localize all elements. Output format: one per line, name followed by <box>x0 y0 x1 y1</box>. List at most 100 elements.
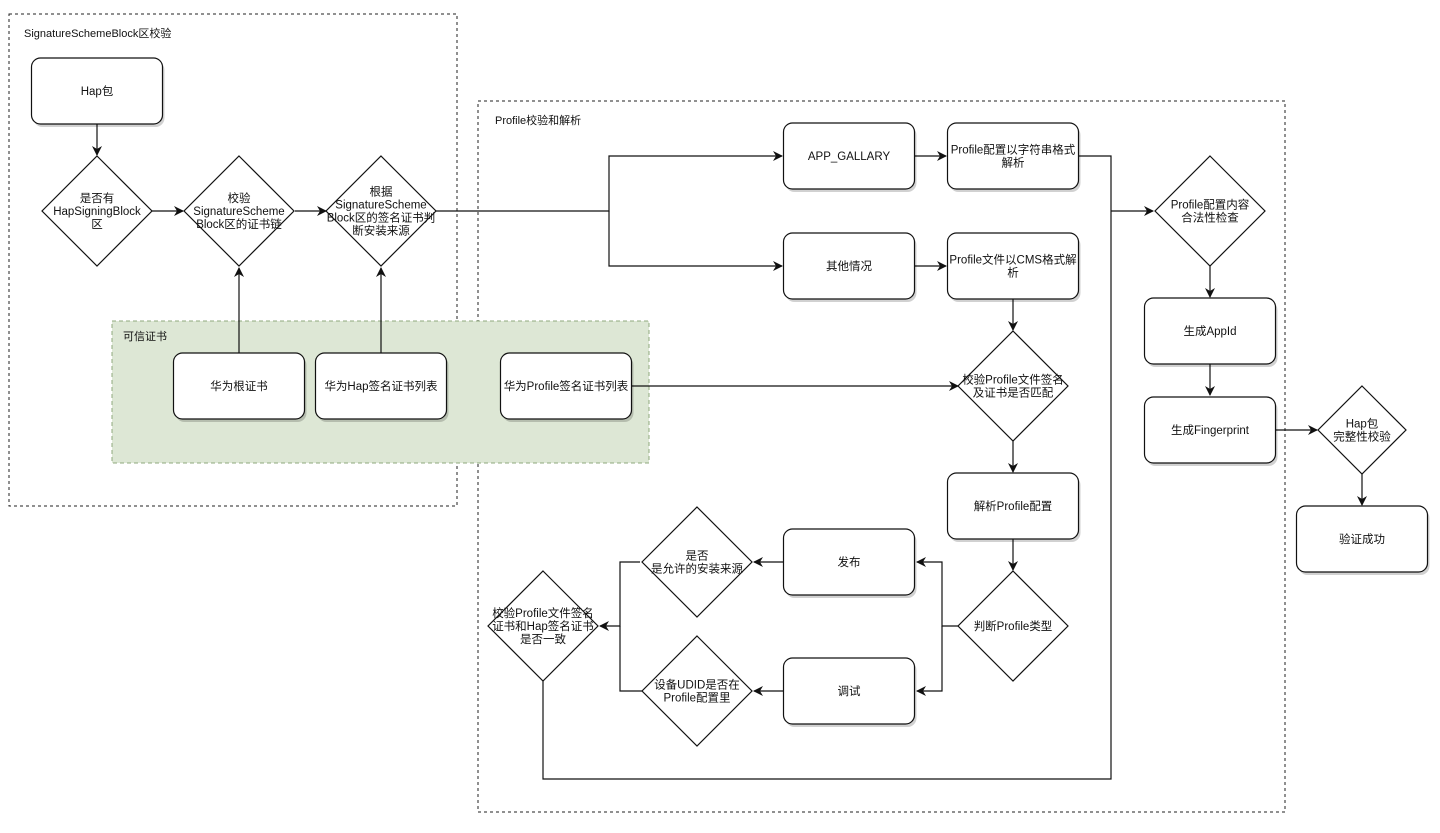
node-app-gallery-label-0: APP_GALLARY <box>808 151 891 163</box>
node-verify-chain-label-0: 校验 <box>228 191 251 205</box>
group-trusted-label: 可信证书 <box>123 330 167 343</box>
node-app-gallery-box <box>782 122 916 190</box>
node-profile-string-label-1: 解析 <box>1002 156 1025 170</box>
node-udid-label-0: 设备UDID是否在 <box>654 678 740 692</box>
node-install-source-label-1: SignatureScheme <box>335 200 426 212</box>
node-hap-cert-list-box <box>314 352 448 420</box>
node-success-box <box>1295 505 1429 573</box>
node-consistent-diamond <box>487 570 599 682</box>
node-has-block-label-1: HapSigningBlock <box>53 206 141 218</box>
node-gen-appid: 生成AppId <box>1143 297 1278 367</box>
node-hap: Hap包 <box>30 57 165 127</box>
node-legality-diamond <box>1154 155 1266 267</box>
node-integrity-label-1: 完整性校验 <box>1333 430 1391 444</box>
node-udid-label-1: Profile配置里 <box>663 692 730 705</box>
node-verify-profile-sig-diamond <box>957 330 1069 442</box>
node-profile-cms-label-1: 析 <box>1007 266 1019 280</box>
group-profile-label: Profile校验和解析 <box>495 113 581 127</box>
node-root-cert-label-0: 华为根证书 <box>210 379 268 393</box>
group-signature-block <box>8 13 458 507</box>
node-install-source-label-0: 根据 <box>370 185 393 199</box>
node-success: 验证成功 <box>1295 505 1430 575</box>
node-legality-label-1: 合法性检查 <box>1181 211 1239 225</box>
node-allowed-source-label-0: 是否 <box>686 550 709 563</box>
node-root-cert-box <box>172 352 306 420</box>
node-other-label-0: 其他情况 <box>826 260 872 273</box>
node-hap-label-0: Hap包 <box>81 85 114 98</box>
node-profile-cert-list: 华为Profile签名证书列表 <box>499 352 634 422</box>
node-hap-cert-list: 华为Hap签名证书列表 <box>314 352 449 422</box>
node-udid-diamond <box>641 635 753 747</box>
node-root-cert: 华为根证书 <box>172 352 307 422</box>
node-debug-box <box>782 657 916 725</box>
node-install-source-label-3: 断安装来源 <box>352 224 410 238</box>
edge-loop-right-rail <box>542 155 1112 780</box>
node-parse-profile-box <box>946 472 1080 540</box>
node-release-label-0: 发布 <box>838 555 861 569</box>
node-debug: 调试 <box>782 657 917 727</box>
edge-source-to-other <box>608 211 783 271</box>
node-profile-cert-list-label-0: 华为Profile签名证书列表 <box>504 379 629 393</box>
node-integrity-diamond <box>1317 385 1407 475</box>
node-profile-cms-label-0: Profile文件以CMS格式解 <box>949 253 1077 267</box>
edge-source-to-gallery <box>436 151 783 212</box>
node-hap-cert-list-label-0: 华为Hap签名证书列表 <box>324 379 438 393</box>
node-gen-fp-box <box>1143 396 1277 464</box>
node-judge-type: 判断Profile类型 <box>957 570 1069 682</box>
node-consistent-label-1: 证书和Hap签名证书 <box>492 619 594 633</box>
node-allowed-source-diamond <box>641 506 753 618</box>
edge-allowed-to-consistent <box>599 561 640 631</box>
nodes: Hap包是否有HapSigningBlock区校验SignatureScheme… <box>30 57 1430 747</box>
node-release-box <box>782 528 916 596</box>
node-app-gallery: APP_GALLARY <box>782 122 917 192</box>
group-profile <box>477 100 1286 813</box>
node-gen-appid-label-0: 生成AppId <box>1183 324 1236 338</box>
node-verify-profile-sig-label-0: 校验Profile文件签名 <box>962 373 1064 387</box>
node-success-label-0: 验证成功 <box>1339 532 1385 546</box>
node-legality-label-0: Profile配置内容 <box>1171 198 1250 212</box>
node-other: 其他情况 <box>782 232 917 302</box>
node-verify-chain-label-1: SignatureScheme <box>193 206 284 218</box>
edge-udid-to-consistent <box>619 626 644 692</box>
node-gen-fp: 生成Fingerprint <box>1143 396 1278 466</box>
node-has-block-label-2: 区 <box>91 219 103 231</box>
node-install-source-label-2: Block区的签名证书判 <box>327 211 436 225</box>
node-allowed-source-label-1: 是允许的安装来源 <box>651 562 743 576</box>
node-profile-cert-list-box <box>499 352 633 420</box>
node-consistent-label-0: 校验Profile文件签名 <box>492 606 594 620</box>
node-consistent-label-2: 是否一致 <box>520 632 566 646</box>
edge-judge-to-debug <box>916 626 943 696</box>
node-parse-profile: 解析Profile配置 <box>946 472 1081 542</box>
node-judge-type-diamond <box>957 570 1069 682</box>
node-gen-appid-box <box>1143 297 1277 365</box>
node-profile-string-label-0: Profile配置以字符串格式 <box>951 143 1076 157</box>
node-integrity-label-0: Hap包 <box>1346 418 1379 431</box>
node-profile-string-box <box>946 122 1080 190</box>
node-install-source-diamond <box>325 155 437 267</box>
node-release: 发布 <box>782 528 917 598</box>
node-profile-cms-box <box>946 232 1080 300</box>
node-judge-type-label-0: 判断Profile类型 <box>974 619 1053 633</box>
node-debug-label-0: 调试 <box>838 685 861 698</box>
node-verify-chain-label-2: Block区的证书链 <box>196 217 282 231</box>
node-has-block-label-0: 是否有 <box>80 191 115 205</box>
node-verify-chain-diamond <box>183 155 295 267</box>
node-gen-fp-label-0: 生成Fingerprint <box>1171 423 1250 437</box>
group-signature-label: SignatureSchemeBlock区校验 <box>24 26 171 40</box>
node-hap-box <box>30 57 164 125</box>
node-verify-profile-sig-label-1: 及证书是否匹配 <box>973 387 1054 400</box>
edge-judge-to-release <box>916 557 959 627</box>
node-parse-profile-label-0: 解析Profile配置 <box>974 499 1053 513</box>
